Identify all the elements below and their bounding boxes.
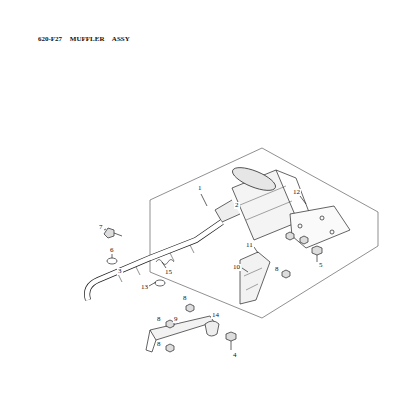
bracket [150,316,214,340]
exhaust-pipe [87,222,222,300]
callout-number: 5 [318,262,324,269]
callout-number: 11 [245,242,254,249]
callout-number: 4 [232,352,238,359]
heat-shield [320,216,324,220]
exhaust-pipe [87,222,222,300]
callout-number: 2 [234,202,240,209]
callout-number: 1 [197,185,203,192]
callout-number: 9 [173,316,179,323]
spring [156,260,174,265]
bracket [240,252,270,304]
bolt [282,232,308,278]
muffler [230,163,279,195]
bolt [312,246,322,255]
clamp [155,280,165,286]
callout-number: 6 [109,247,115,254]
bolt [166,304,194,352]
bolt [317,255,318,262]
exhaust-pipe [87,222,222,300]
callout-number: 12 [292,189,301,196]
heat-shield [290,206,350,248]
assembly-frame [150,148,378,318]
bolt [114,233,122,236]
callout-number: 8 [156,341,162,348]
callout-number: 14 [211,312,220,319]
bracket [240,252,270,304]
callout-number: 7 [98,224,104,231]
clamp [205,321,219,336]
bracket [146,330,156,352]
muffler [215,200,240,222]
bolt [166,344,174,352]
washer [107,258,117,264]
bolt [186,304,194,312]
callout-number: 13 [140,284,149,291]
callout-number: 10 [232,264,241,271]
bolt [231,341,232,350]
callout-number: 15 [164,269,173,276]
callout-number: 3 [117,268,123,275]
bracket [146,316,214,352]
bolt [104,228,122,238]
bolt [226,332,236,341]
bolt [300,236,308,244]
callout-number: 8 [182,295,188,302]
bolt [226,332,236,350]
callout-number: 8 [156,316,162,323]
bolt [282,270,290,278]
bolt [286,232,294,240]
leader-line [201,194,207,206]
muffler [240,186,292,220]
leader-line [300,196,306,204]
heat-shield [298,224,302,228]
diagram-title: 620-F27 MUFFLER ASSY [38,36,130,43]
callout-number: 8 [274,266,280,273]
heat-shield [330,230,334,234]
heat-shield [290,206,350,248]
bolt [312,246,322,262]
leader-line [242,247,258,272]
exhaust-pipe [118,245,194,282]
